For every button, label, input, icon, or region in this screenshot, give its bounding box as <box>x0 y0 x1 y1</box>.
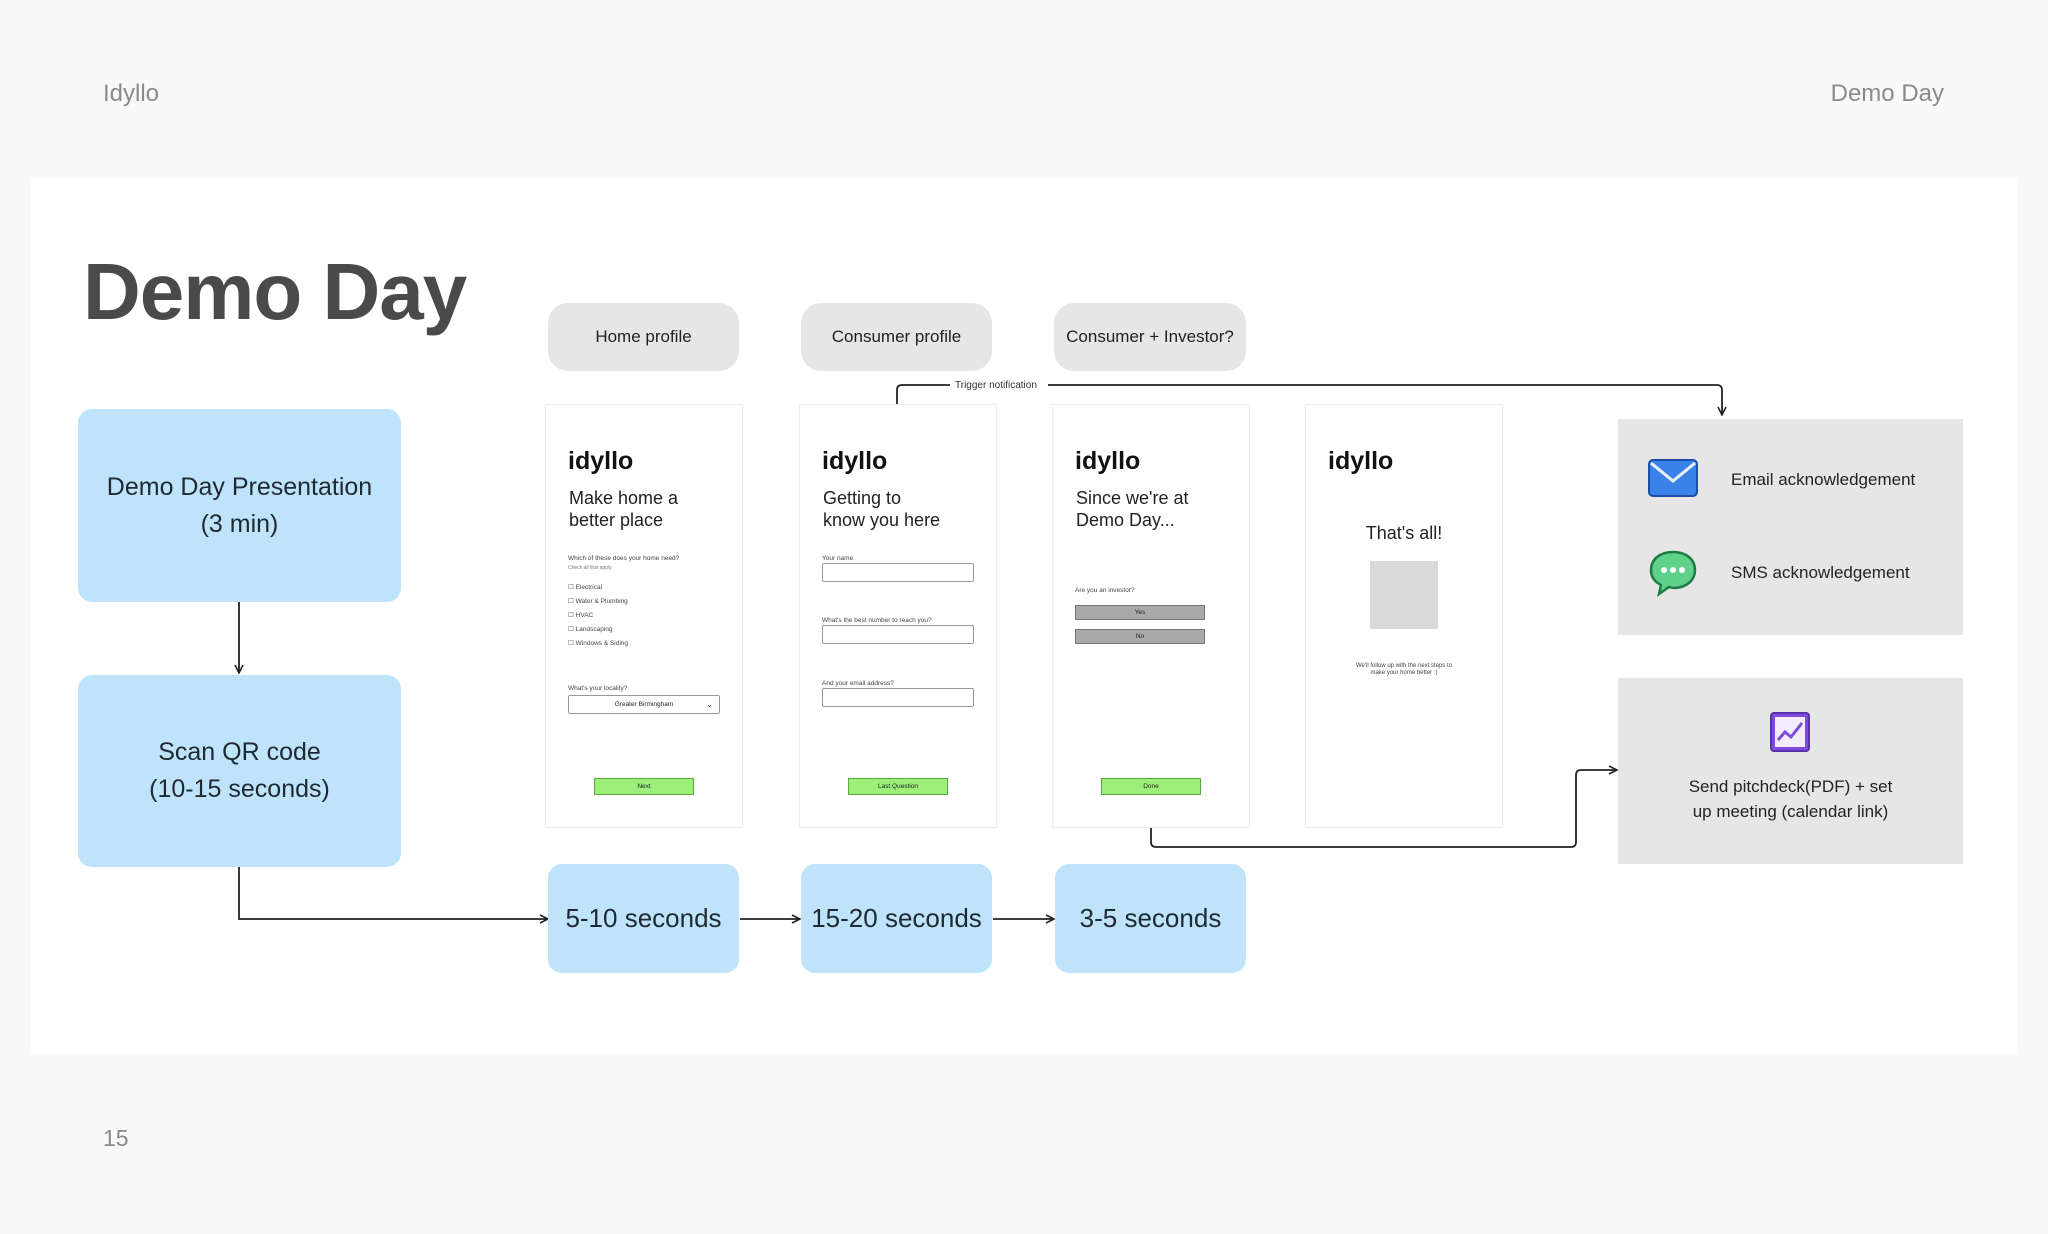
needs-question: Which of these does your home need? <box>568 555 680 562</box>
option-label: Windows & Siding <box>575 640 629 647</box>
next-button[interactable]: Next <box>594 778 694 795</box>
screen-title: Getting to know you here <box>823 488 941 530</box>
idyllo-logo: idyllo <box>1075 447 1141 475</box>
name-field[interactable] <box>822 563 974 582</box>
arrow-investor-to-pitch <box>1150 770 1617 848</box>
option-checkbox[interactable]: ☐ Electrical <box>568 584 603 591</box>
page-number: 15 <box>103 1125 129 1151</box>
arrow-scan-to-home <box>238 867 548 919</box>
duration-investor: 3-5 seconds <box>1055 864 1246 973</box>
phone-field[interactable] <box>822 625 974 644</box>
screen-consumer-profile: idyllo Getting to know you here Your nam… <box>800 405 996 827</box>
screen-final: idyllo That's all! We'll follow up with … <box>1306 405 1502 827</box>
no-button[interactable]: No <box>1075 629 1205 644</box>
sms-ack-label: SMS acknowledgement <box>1731 563 1910 582</box>
locality-select[interactable]: Greater Birmingham ⌄ <box>568 695 720 714</box>
option-label: Electrical <box>575 584 603 591</box>
option-label: HVAC <box>575 612 594 619</box>
locality-label: What's your locality? <box>568 685 628 692</box>
email-ack-label: Email acknowledgement <box>1731 470 1916 489</box>
pitchdeck-label: Send pitchdeck(PDF) + set up meeting (ca… <box>1688 777 1893 821</box>
screen-home-profile: idyllo Make home a better place Which of… <box>546 405 742 827</box>
locality-value: Greater Birmingham <box>614 701 674 708</box>
section-name: Demo Day <box>1830 80 1944 107</box>
idyllo-logo: idyllo <box>822 447 888 475</box>
screen-title: Since we're at Demo Day... <box>1076 488 1189 530</box>
brand-name: Idyllo <box>103 80 160 107</box>
screen-title: Make home a better place <box>569 488 679 530</box>
idyllo-logo: idyllo <box>568 447 634 475</box>
demo-presentation-box: Demo Day Presentation (3 min) <box>78 409 401 602</box>
pitchdeck-box: Send pitchdeck(PDF) + set up meeting (ca… <box>1618 678 1963 864</box>
option-checkbox[interactable]: ☐ Water & Plumbing <box>568 598 628 605</box>
page-title: Demo Day <box>83 247 467 336</box>
yes-button[interactable]: Yes <box>1075 605 1205 620</box>
screen-investor: idyllo Since we're at Demo Day... Are yo… <box>1053 405 1249 827</box>
scan-qr-box: Scan QR code (10-15 seconds) <box>78 675 401 867</box>
option-label: Water & Plumbing <box>575 598 628 605</box>
stage-consumer-profile: Consumer profile <box>801 303 992 371</box>
phone-label: What's the best number to reach you? <box>822 617 932 624</box>
option-checkbox[interactable]: ☐ Windows & Siding <box>568 640 629 647</box>
stage-home-profile: Home profile <box>548 303 739 371</box>
duration-consumer: 15-20 seconds <box>801 864 992 973</box>
needs-hint: Check all that apply <box>568 565 612 571</box>
speech-bubble-icon <box>1649 550 1697 597</box>
envelope-icon <box>1648 459 1698 497</box>
stage-consumer-investor: Consumer + Investor? <box>1054 303 1246 371</box>
option-checkbox[interactable]: ☐ HVAC <box>568 612 594 619</box>
investor-question: Are you an investor? <box>1075 587 1135 594</box>
chevron-down-icon: ⌄ <box>706 700 713 709</box>
last-question-button[interactable]: Last Question <box>848 778 948 795</box>
name-label: Your name <box>822 555 854 562</box>
trigger-line-right <box>1048 384 1722 415</box>
trigger-label: Trigger notification <box>955 380 1037 391</box>
email-field[interactable] <box>822 688 974 707</box>
trigger-line-left <box>896 384 950 405</box>
duration-home: 5-10 seconds <box>548 864 739 973</box>
done-button[interactable]: Done <box>1101 778 1201 795</box>
acknowledgement-box: Email acknowledgement SMS acknowledgemen… <box>1618 419 1963 635</box>
image-placeholder <box>1370 561 1438 629</box>
option-checkbox[interactable]: ☐ Landscaping <box>568 626 613 633</box>
chart-increasing-icon <box>1770 712 1810 752</box>
final-title: That's all! <box>1365 523 1443 543</box>
email-label: And your email address? <box>822 680 894 687</box>
follow-up-note: We'll follow up with the next steps to m… <box>1355 663 1453 676</box>
option-label: Landscaping <box>575 626 613 633</box>
idyllo-logo: idyllo <box>1328 447 1394 475</box>
